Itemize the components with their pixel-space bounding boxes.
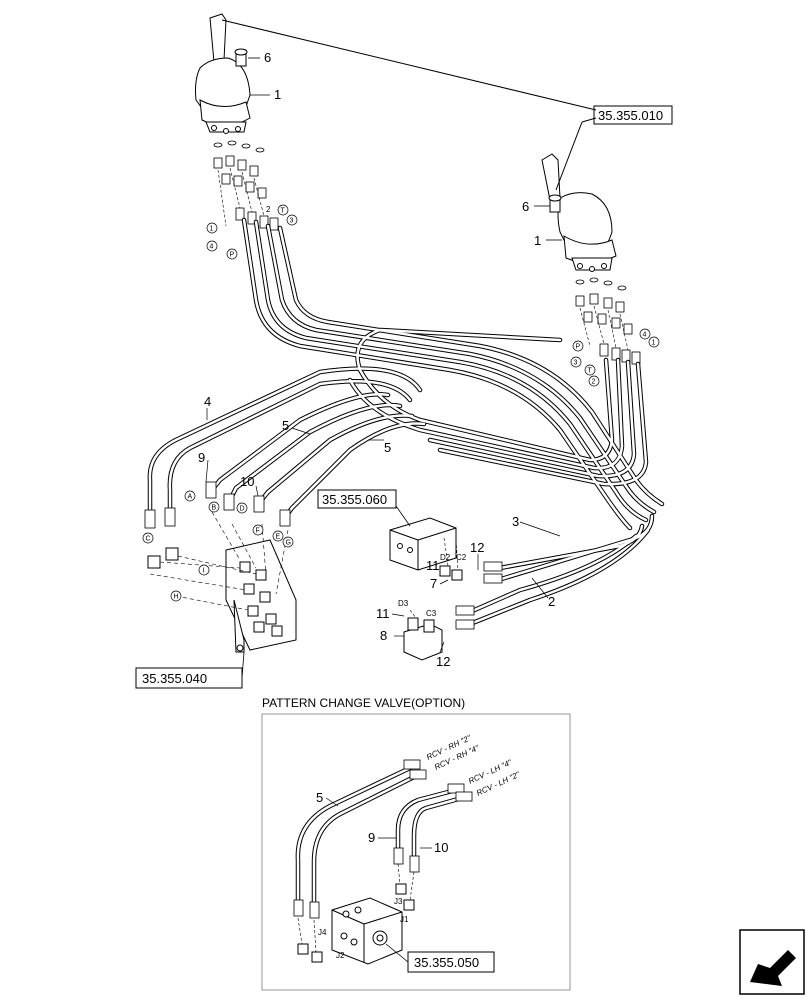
part-label-9: 9 <box>198 450 205 465</box>
center-block-valve <box>389 517 463 661</box>
port-circle-P-left: P <box>230 252 235 259</box>
port-circle-4-right: 4 <box>643 332 647 339</box>
part-label-10: 10 <box>240 474 254 489</box>
part-label-5b: 5 <box>384 440 391 455</box>
hose-ends-left <box>144 481 291 529</box>
o-rings-left <box>213 140 265 153</box>
dashed-connect-left <box>217 167 265 227</box>
part-label-12a: 12 <box>470 540 484 555</box>
inset-title: PATTERN CHANGE VALVE(OPTION) <box>262 696 465 710</box>
port-circle-E: E <box>276 534 281 541</box>
inset-block-valve <box>297 883 415 965</box>
port-label-J1: J1 <box>400 915 409 924</box>
part-label-6-left: 6 <box>264 50 271 65</box>
port-circle-H: H <box>174 594 179 601</box>
port-label-C2: C2 <box>456 553 467 562</box>
inset-valve-dashes <box>297 863 415 953</box>
ref-label-left: 35.355.040 <box>142 671 207 686</box>
port-label-J4: J4 <box>318 928 327 937</box>
port-circle-T-right: T <box>588 368 593 375</box>
inset-hoses-inner <box>296 766 464 908</box>
part-label-11a: 11 <box>426 558 440 573</box>
part-label-11b: 11 <box>376 606 390 621</box>
port-circle-1-left: 1 <box>210 226 214 233</box>
port-markers-letters <box>142 490 294 602</box>
port-circle-P-right: P <box>576 344 581 351</box>
part-label-2: 2 <box>548 594 555 609</box>
port-circle-3-left: 3 <box>290 218 294 225</box>
right-joystick <box>541 153 617 272</box>
port-markers-left <box>206 204 298 260</box>
part-label-1-right: 1 <box>534 233 541 248</box>
port-circle-2-right: 2 <box>592 379 596 386</box>
ref-top-leaders <box>221 19 597 191</box>
inset-part-label-9: 9 <box>368 830 375 845</box>
part-label-8: 8 <box>380 628 387 643</box>
ref-inset-leader <box>385 943 409 963</box>
port-circle-2-left: 2 <box>266 205 271 214</box>
hoses-inner <box>148 218 664 626</box>
ref-label-inset: 35.355.050 <box>414 955 479 970</box>
port-label-D3: D3 <box>398 599 409 608</box>
inset-leaders <box>325 797 432 849</box>
port-circle-A: A <box>188 494 193 501</box>
leader-lines-hoses <box>205 408 561 599</box>
o-rings-right <box>575 277 627 291</box>
ref-mid-leader <box>395 505 411 527</box>
port-circle-C: C <box>146 536 151 543</box>
port-circle-4-left: 4 <box>210 244 214 251</box>
part-label-12b: 12 <box>436 654 450 669</box>
ref-label-mid: 35.355.060 <box>322 492 387 507</box>
dashed-connect-right <box>579 305 629 351</box>
ref-left-leader <box>241 651 245 679</box>
left-joystick <box>195 13 251 134</box>
part-label-3: 3 <box>512 514 519 529</box>
port-label-D2: D2 <box>440 553 451 562</box>
leader-lines-left <box>248 57 270 96</box>
fittings-left <box>213 155 279 231</box>
ref-box-mid <box>317 489 397 509</box>
inset-part-label-5: 5 <box>316 790 323 805</box>
part-label-4: 4 <box>204 394 211 409</box>
center-valve-dashes <box>409 537 459 619</box>
inset-frame <box>261 713 571 991</box>
part-label-5a: 5 <box>282 418 289 433</box>
part-label-6-right: 6 <box>522 199 529 214</box>
port-circle-1-right: 1 <box>652 340 656 347</box>
leader-lines-right <box>534 205 562 241</box>
part-label-7: 7 <box>430 576 437 591</box>
port-circle-F: F <box>256 528 260 535</box>
port-label-J3: J3 <box>394 897 403 906</box>
port-circle-D: D <box>240 506 245 513</box>
leader-lines-center <box>391 554 479 653</box>
inset-part-label-10: 10 <box>434 840 448 855</box>
inset-fittings <box>293 759 473 919</box>
port-label-C3: C3 <box>426 609 437 618</box>
port-label-J2: J2 <box>336 951 345 960</box>
hose-ends-right <box>455 561 503 630</box>
ref-box-top <box>593 105 673 125</box>
port-circle-I: I <box>203 568 205 575</box>
ref-label-top: 35.355.010 <box>598 108 663 123</box>
port-circle-3-right: 3 <box>574 360 578 367</box>
part-label-1-left: 1 <box>274 87 281 102</box>
port-markers-right <box>570 328 660 387</box>
port-circle-G: G <box>286 540 291 547</box>
port-circle-T-left: T <box>281 208 286 215</box>
fittings-right <box>575 293 641 365</box>
inset-hoses <box>295 765 465 909</box>
left-control-valve <box>147 539 297 653</box>
port-circle-B: B <box>212 505 217 512</box>
arrow-navigation-icon[interactable] <box>739 929 805 995</box>
